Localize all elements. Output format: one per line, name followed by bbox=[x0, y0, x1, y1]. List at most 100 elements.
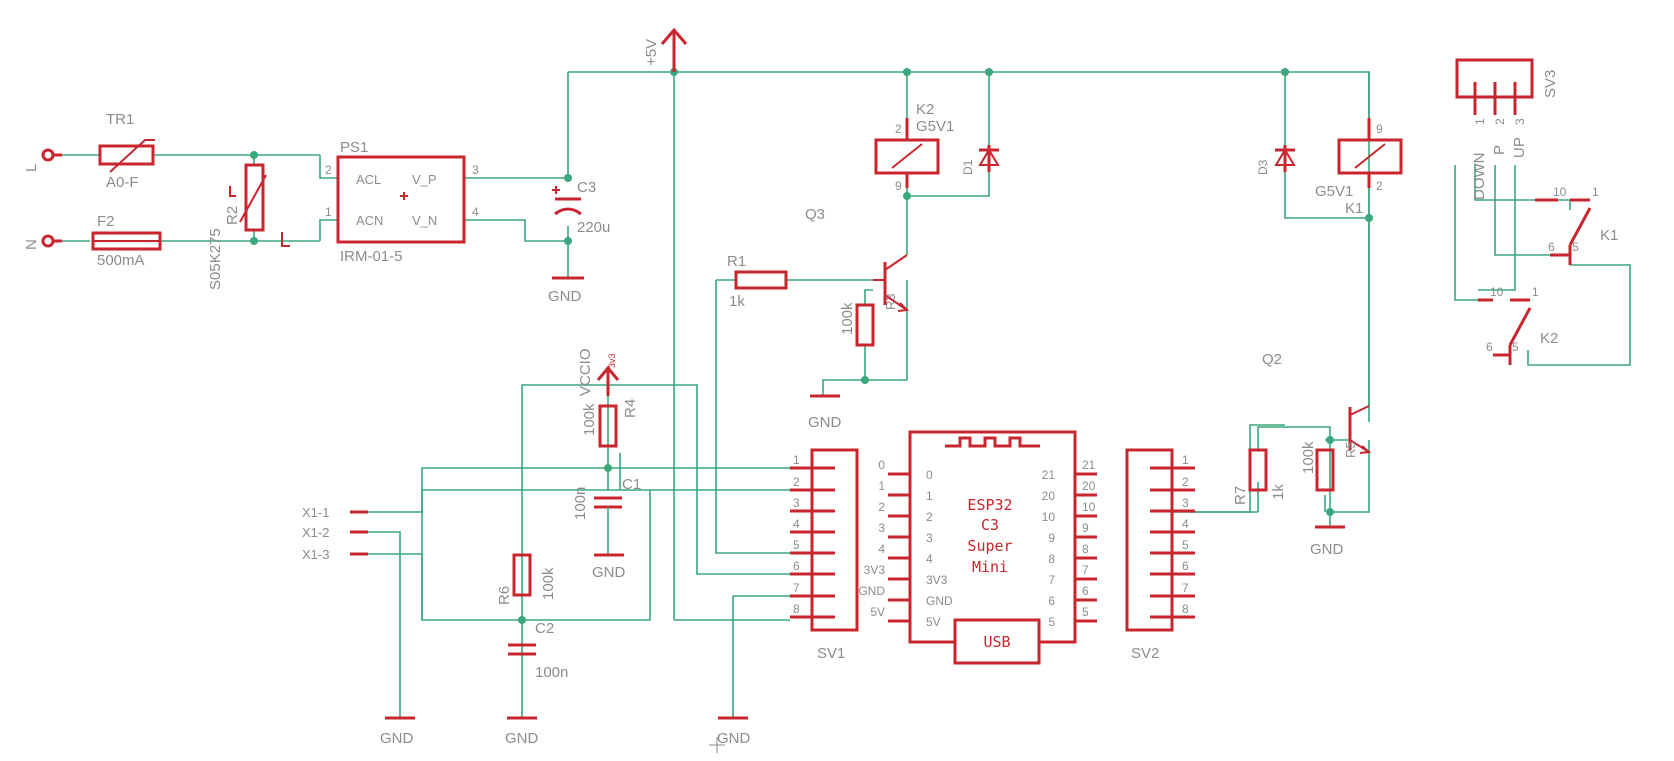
svg-text:9: 9 bbox=[895, 179, 902, 193]
svg-text:5: 5 bbox=[1082, 605, 1089, 619]
svg-text:+5V: +5V bbox=[643, 39, 660, 66]
svg-text:GND: GND bbox=[717, 730, 751, 747]
tr1-ptc-thermistor: TR1 A0-F bbox=[98, 111, 155, 191]
svg-text:20: 20 bbox=[1042, 489, 1056, 503]
esp-right-pins bbox=[1075, 472, 1097, 623]
svg-text:6: 6 bbox=[1182, 559, 1189, 573]
svg-text:2: 2 bbox=[325, 163, 332, 177]
svg-text:G5V1: G5V1 bbox=[1315, 183, 1353, 200]
svg-text:500mA: 500mA bbox=[97, 252, 145, 269]
svg-text:GND: GND bbox=[505, 730, 539, 747]
svg-text:10: 10 bbox=[1553, 185, 1567, 199]
svg-text:1: 1 bbox=[1592, 185, 1599, 199]
svg-text:TR1: TR1 bbox=[106, 111, 134, 128]
gnd-symbol-sv1: GND bbox=[717, 716, 751, 747]
svg-text:GND: GND bbox=[926, 594, 953, 608]
sv3-connector: SV3 1 2 3 DOWN P UP bbox=[1455, 58, 1559, 200]
svg-text:Q3: Q3 bbox=[805, 206, 825, 223]
gnd-symbol-c2: GND bbox=[505, 716, 539, 747]
svg-text:R4: R4 bbox=[622, 399, 639, 418]
gnd-symbol-q2: GND bbox=[1310, 525, 1345, 558]
svg-text:C1: C1 bbox=[622, 476, 641, 493]
sv1-pin-header: 1 2 3 4 5 6 7 8 SV1 bbox=[790, 448, 859, 662]
k1-relay-contact: 10 1 6 5 K1 bbox=[1535, 185, 1618, 265]
svg-text:R6: R6 bbox=[496, 586, 513, 605]
svg-text:3: 3 bbox=[472, 163, 479, 177]
r7-resistor: R7 1k bbox=[1232, 448, 1287, 505]
svg-text:6: 6 bbox=[1048, 594, 1055, 608]
k2-relay-coil: K2 G5V1 2 9 bbox=[874, 101, 954, 193]
gnd-symbol-c1: GND bbox=[592, 553, 626, 581]
svg-text:SV1: SV1 bbox=[817, 645, 845, 662]
svg-text:R5: R5 bbox=[1343, 441, 1358, 458]
svg-text:D1: D1 bbox=[961, 159, 975, 175]
mains-neutral-terminal: N bbox=[23, 234, 62, 250]
svg-text:GND: GND bbox=[858, 584, 885, 598]
c1-capacitor: C1 100n bbox=[572, 476, 641, 540]
svg-text:8: 8 bbox=[1082, 542, 1089, 556]
power-vccio-symbol: VCCIO 3v3 bbox=[577, 348, 620, 396]
svg-text:S05K275: S05K275 bbox=[207, 228, 224, 290]
svg-text:100k: 100k bbox=[1300, 441, 1317, 474]
svg-text:IRM-01-5: IRM-01-5 bbox=[340, 248, 403, 265]
svg-text:5: 5 bbox=[1048, 615, 1055, 629]
svg-text:100n: 100n bbox=[572, 487, 589, 520]
svg-text:R7: R7 bbox=[1232, 486, 1249, 505]
svg-text:PS1: PS1 bbox=[340, 139, 368, 156]
svg-text:5: 5 bbox=[1572, 240, 1579, 254]
svg-text:1: 1 bbox=[1473, 118, 1487, 125]
junctions bbox=[250, 68, 1373, 624]
svg-text:Q2: Q2 bbox=[1262, 351, 1282, 368]
r4-resistor: 100k R4 bbox=[581, 399, 639, 448]
gnd-symbol-q3: GND bbox=[808, 394, 842, 431]
sv2-pin-header: 1 2 3 4 5 6 7 8 SV2 bbox=[1125, 448, 1195, 662]
svg-text:6: 6 bbox=[1486, 340, 1493, 354]
svg-text:100n: 100n bbox=[535, 664, 568, 681]
svg-text:C3: C3 bbox=[577, 179, 596, 196]
esp32-c3-super-mini: ESP32 C3 Super Mini USB 0 1 2 3 bbox=[858, 430, 1097, 665]
svg-text:UP: UP bbox=[1511, 137, 1528, 158]
svg-text:1k: 1k bbox=[729, 293, 745, 310]
svg-text:4: 4 bbox=[793, 517, 800, 531]
svg-text:D3: D3 bbox=[1256, 159, 1270, 175]
svg-text:9: 9 bbox=[1082, 521, 1089, 535]
esp-left-pins bbox=[888, 472, 910, 623]
svg-text:N: N bbox=[23, 239, 40, 250]
svg-text:2: 2 bbox=[1493, 118, 1507, 125]
gnd-symbol-c3: GND bbox=[548, 276, 584, 305]
svg-text:GND: GND bbox=[592, 564, 626, 581]
svg-text:A0-F: A0-F bbox=[106, 174, 139, 191]
svg-text:8: 8 bbox=[1048, 552, 1055, 566]
svg-text:7: 7 bbox=[1048, 573, 1055, 587]
c2-capacitor: C2 100n bbox=[508, 620, 568, 681]
svg-text:GND: GND bbox=[1310, 541, 1344, 558]
k2-relay-contact: 10 1 6 5 K2 bbox=[1478, 285, 1558, 365]
svg-text:7: 7 bbox=[1082, 563, 1089, 577]
svg-text:2: 2 bbox=[926, 510, 933, 524]
sv2-pins bbox=[1150, 466, 1195, 619]
d3-diode: D3 bbox=[1256, 145, 1296, 175]
svg-text:1: 1 bbox=[793, 453, 800, 467]
svg-text:1: 1 bbox=[325, 205, 332, 219]
svg-text:R1: R1 bbox=[727, 253, 746, 270]
svg-text:2: 2 bbox=[1376, 179, 1383, 193]
svg-text:5: 5 bbox=[1182, 538, 1189, 552]
svg-text:G5V1: G5V1 bbox=[916, 118, 954, 135]
svg-text:3: 3 bbox=[793, 496, 800, 510]
svg-text:GND: GND bbox=[808, 414, 842, 431]
svg-text:2: 2 bbox=[878, 500, 885, 514]
svg-text:R3: R3 bbox=[883, 293, 898, 310]
svg-text:20: 20 bbox=[1082, 479, 1096, 493]
svg-text:10: 10 bbox=[1490, 285, 1504, 299]
svg-text:2: 2 bbox=[1182, 475, 1189, 489]
svg-text:21: 21 bbox=[1082, 458, 1096, 472]
svg-text:K1: K1 bbox=[1600, 227, 1618, 244]
svg-text:2: 2 bbox=[793, 475, 800, 489]
svg-text:X1-2: X1-2 bbox=[302, 525, 329, 540]
svg-text:5: 5 bbox=[1512, 340, 1519, 354]
f2-fuse: F2 500mA bbox=[91, 213, 162, 269]
svg-text:SV2: SV2 bbox=[1131, 645, 1159, 662]
mains-line-terminal: L bbox=[23, 148, 62, 172]
svg-text:Super: Super bbox=[967, 537, 1012, 555]
svg-text:ESP32: ESP32 bbox=[967, 496, 1012, 514]
